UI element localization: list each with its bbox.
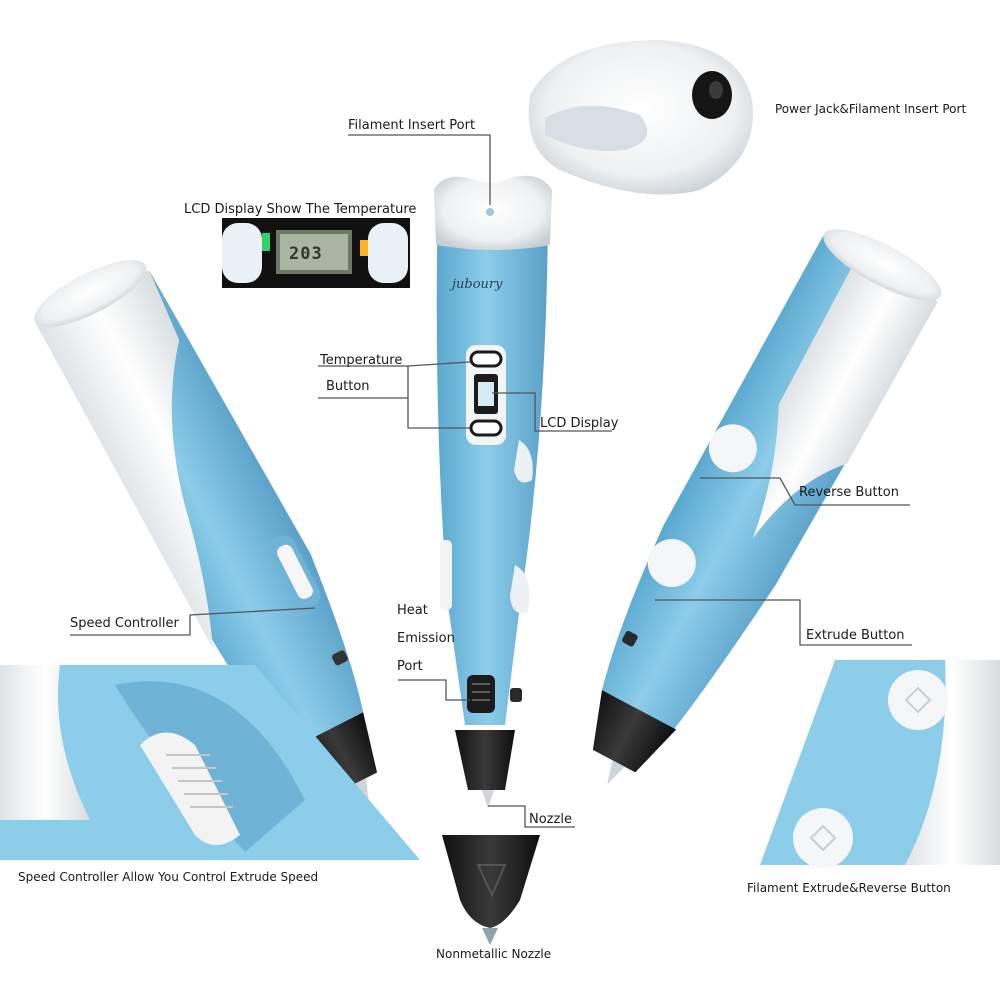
label-temperature-button-1: Temperature bbox=[320, 353, 403, 368]
leader-lines bbox=[70, 134, 912, 828]
right-pen-top-cap bbox=[823, 229, 942, 301]
center-pen-side-slider bbox=[440, 540, 452, 610]
filament-port-hole bbox=[486, 208, 494, 216]
label-speed-controller-caption: Speed Controller Allow You Control Extru… bbox=[18, 870, 319, 884]
right-pen-white-panel bbox=[752, 254, 938, 539]
center-pen: juboury bbox=[434, 175, 552, 808]
center-pen-extrude-button bbox=[510, 565, 530, 614]
label-heat-1: Heat bbox=[397, 603, 428, 618]
right-pen-reverse-button bbox=[708, 424, 757, 473]
left-pen-small-button bbox=[332, 650, 348, 666]
left-pen-speed-slider bbox=[277, 544, 313, 599]
right-pen-nozzle-tip bbox=[607, 760, 625, 785]
label-extrude-button: Extrude Button bbox=[806, 628, 905, 643]
left-pen-white-panel bbox=[35, 271, 213, 649]
center-pen-temp-down-button bbox=[469, 419, 503, 437]
left-pen bbox=[34, 260, 378, 805]
extrude-reverse-closeup bbox=[760, 660, 1000, 868]
speed-slider-closeup bbox=[140, 732, 240, 845]
center-pen-small-button bbox=[510, 688, 522, 702]
nonmetallic-nozzle-closeup bbox=[442, 835, 540, 945]
center-pen-nozzle bbox=[455, 730, 515, 790]
label-power-jack-port: Power Jack&Filament Insert Port bbox=[775, 102, 967, 116]
power-jack-detail bbox=[528, 40, 753, 195]
center-pen-reverse-button bbox=[514, 440, 533, 483]
center-pen-brand: juboury bbox=[449, 277, 503, 292]
label-lcd-display: LCD Display bbox=[540, 416, 619, 431]
label-heat-3: Port bbox=[397, 659, 423, 674]
label-reverse-button: Reverse Button bbox=[799, 485, 899, 500]
center-pen-nozzle-tip bbox=[482, 790, 494, 808]
speed-controller-closeup bbox=[0, 665, 420, 860]
label-nozzle: Nozzle bbox=[529, 812, 572, 827]
lcd-closeup-reading: 203 bbox=[289, 244, 323, 264]
center-pen-temp-up-button bbox=[469, 350, 503, 368]
center-pen-lcd-screen bbox=[478, 382, 494, 406]
label-nonmetallic-nozzle: Nonmetallic Nozzle bbox=[436, 947, 552, 961]
left-pen-top-cap bbox=[34, 260, 147, 327]
right-pen-extrude-button bbox=[647, 539, 696, 588]
left-pen-nozzle bbox=[296, 712, 378, 795]
label-heat-2: Emission bbox=[397, 631, 455, 646]
right-pen-small-button bbox=[622, 630, 638, 647]
lcd-closeup: 203 bbox=[222, 218, 410, 288]
heat-emission-vent bbox=[467, 675, 495, 713]
label-filament-insert-port: Filament Insert Port bbox=[348, 118, 476, 133]
label-filament-extrude-reverse: Filament Extrude&Reverse Button bbox=[747, 881, 951, 895]
right-pen-nozzle bbox=[592, 690, 677, 773]
label-speed-controller: Speed Controller bbox=[70, 616, 179, 631]
label-temperature-button-2: Button bbox=[326, 379, 370, 394]
right-pen bbox=[592, 229, 942, 785]
label-lcd-show-temperature: LCD Display Show The Temperature bbox=[184, 202, 417, 217]
